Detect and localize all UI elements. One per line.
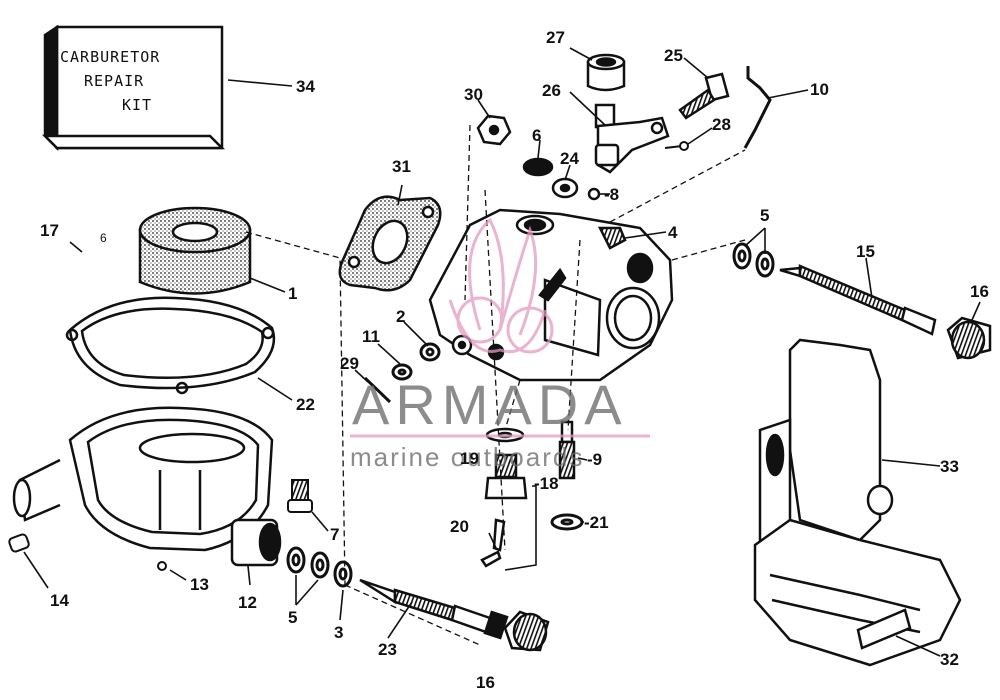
callout-20: 20 <box>450 517 469 536</box>
callout-16-bottom: 16 <box>476 673 495 692</box>
callout-4: 4 <box>668 223 678 242</box>
watermark-ornament <box>350 217 650 438</box>
callout-2: 2 <box>396 307 406 326</box>
jet-washer <box>550 513 584 531</box>
float-bowl-gasket <box>65 296 276 395</box>
callout-8: -8 <box>604 185 620 204</box>
idle-washers <box>391 342 441 381</box>
callout-24: 24 <box>560 149 579 168</box>
float-bowl <box>12 406 282 567</box>
assembly-lines <box>245 124 746 646</box>
leader-lines <box>23 47 981 657</box>
body-small-parts <box>522 157 601 201</box>
repair-kit-box <box>41 24 226 152</box>
callout-17: 17 <box>40 221 59 240</box>
callout-18: -18 <box>534 474 559 493</box>
callout-6-top: 6 <box>532 126 542 145</box>
callout-7: 7 <box>330 525 340 544</box>
nut <box>476 114 512 146</box>
callout-3: 3 <box>334 623 344 642</box>
nozzle-jet <box>558 420 576 480</box>
watermark-tagline: marine outboards <box>350 442 585 472</box>
watermark-brand: ARMADA <box>352 373 628 436</box>
callout-34: 34 <box>296 77 315 96</box>
flange-gasket <box>338 195 442 292</box>
callout-6-left: 6 <box>100 231 107 245</box>
callout-11: 11 <box>362 327 380 346</box>
callout-32: 32 <box>940 650 959 669</box>
callout-29: 29 <box>340 354 359 373</box>
callout-1: 1 <box>288 284 298 303</box>
callout-28: 28 <box>712 115 731 134</box>
callout-13: 13 <box>190 575 209 594</box>
callout-16-right: 16 <box>970 282 989 301</box>
callout-30: 30 <box>464 85 483 104</box>
packing-nuts <box>503 316 992 652</box>
foam-air-filter <box>138 206 252 295</box>
callout-5-left: 5 <box>288 608 298 627</box>
high-speed-needle <box>779 264 937 336</box>
small-screw <box>664 141 689 151</box>
float <box>753 338 962 667</box>
callout-27: 27 <box>546 28 565 47</box>
callout-22: 22 <box>296 395 315 414</box>
throttle-sleeve <box>586 53 626 92</box>
kit-label-line2: REPAIR <box>84 72 145 90</box>
needle-washers-left <box>286 546 353 588</box>
throttle-shaft-lever <box>594 103 670 174</box>
kit-label-line3: KIT <box>122 96 153 114</box>
low-speed-needle <box>359 578 509 640</box>
callout-9: -9 <box>587 450 603 469</box>
callout-33: 33 <box>940 457 959 476</box>
bowl-small-parts <box>8 533 167 571</box>
callout-31: 31 <box>392 157 411 176</box>
callout-5-right: 5 <box>760 206 770 225</box>
throttle-link-rod <box>743 66 772 149</box>
kit-label-line1: CARBURETOR <box>60 48 161 66</box>
callout-15: 15 <box>856 242 875 261</box>
carburetor-body <box>428 208 674 382</box>
plug-screw <box>287 479 313 513</box>
callout-10: 10 <box>810 80 829 99</box>
float-pin <box>363 376 392 404</box>
callout-19: 19 <box>460 449 479 468</box>
inlet-needle <box>480 518 506 568</box>
callout-25: 25 <box>664 46 683 65</box>
callout-14: 14 <box>50 591 69 610</box>
callout-23: 23 <box>378 640 397 659</box>
lever-screw <box>678 72 730 120</box>
needle-washers-right <box>732 242 775 278</box>
callout-12: 12 <box>238 593 257 612</box>
callout-26: 26 <box>542 81 561 100</box>
callout-21: -21 <box>584 513 609 532</box>
float-strip <box>856 608 912 650</box>
